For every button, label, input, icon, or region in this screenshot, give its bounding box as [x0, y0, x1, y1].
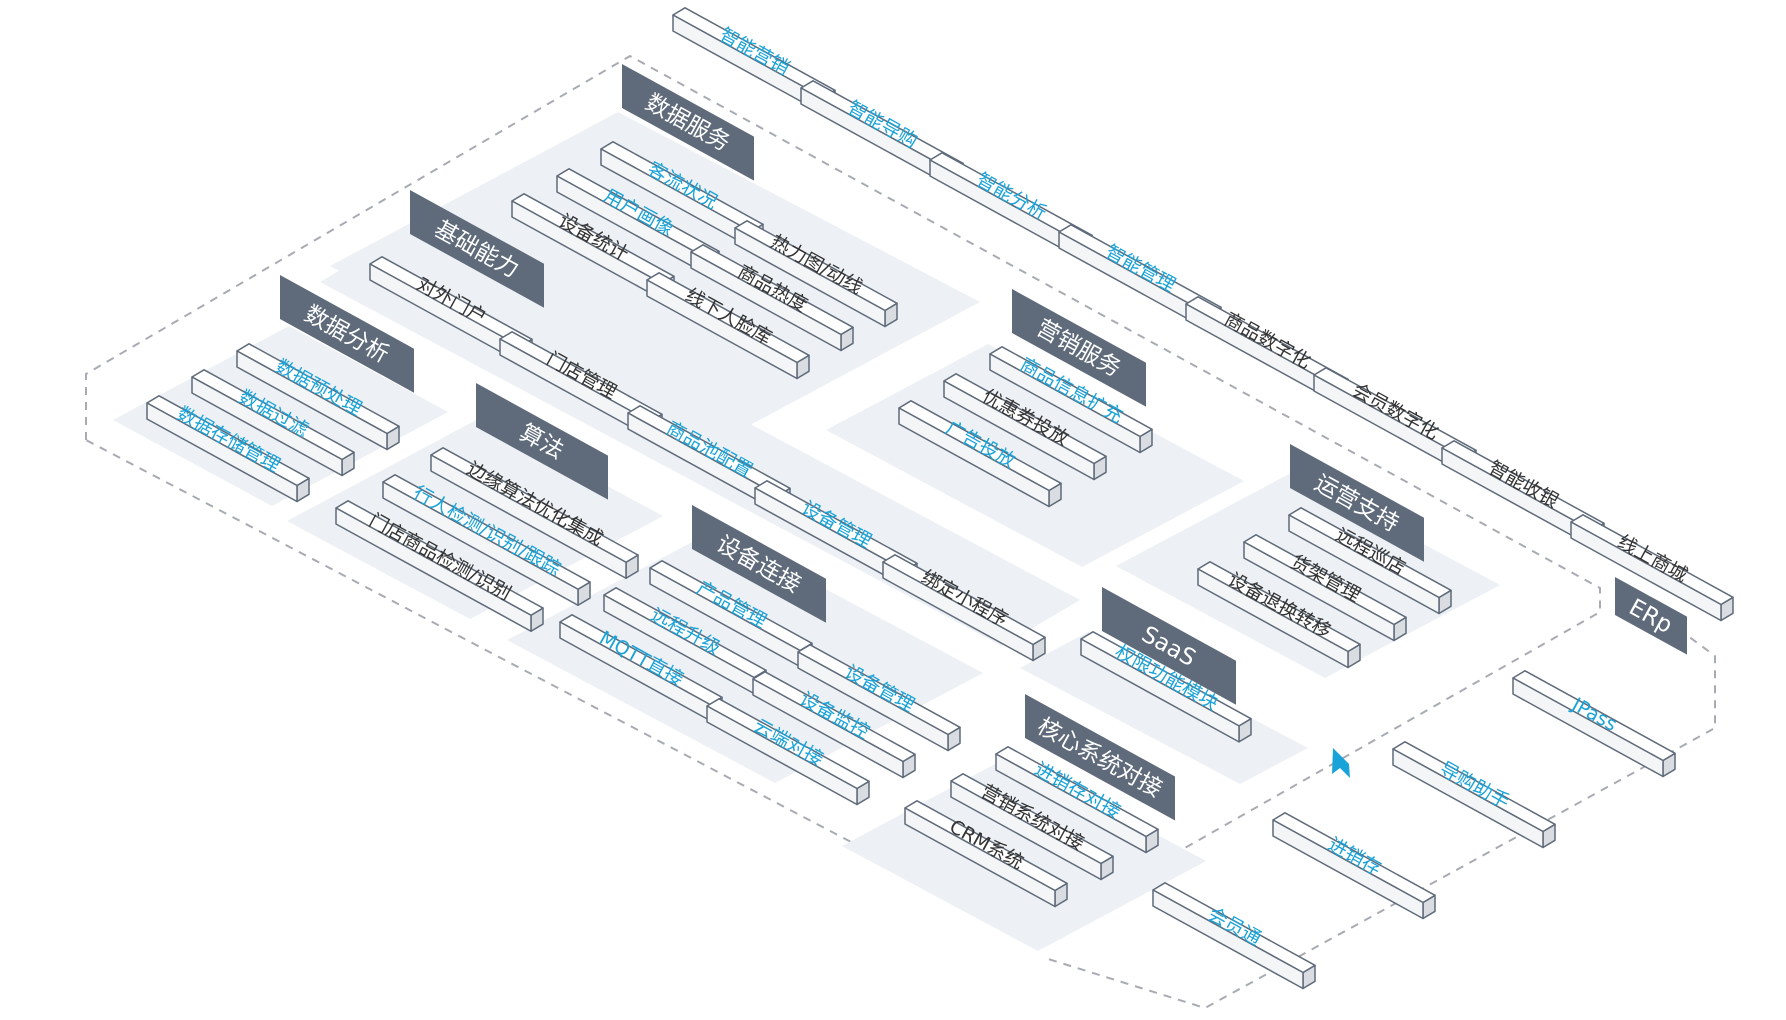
card-data-service-4: 商品热度	[690, 244, 854, 352]
top-card-1: 智能导购	[800, 80, 964, 188]
erp-card-0: JPass	[1512, 670, 1676, 778]
erp-card-3: 会员通	[1152, 882, 1316, 990]
platform-core	[842, 756, 1206, 951]
erp-card-2: 进销存	[1272, 812, 1436, 920]
card-data-analysis-0: 数据预处理	[236, 343, 400, 451]
platform-marketing	[826, 344, 1244, 567]
card-data-analysis-2: 数据存储管理	[146, 395, 310, 503]
card-device-connect-4: 设备监控	[752, 671, 916, 779]
tag-erp: ERp	[1615, 577, 1687, 655]
card-core-system-2: CRM系统	[904, 800, 1068, 908]
cards: 客流状况用户画像设备统计热力图/动线商品热度线下人脸库对外门户门店管理商品池配置…	[146, 7, 1734, 990]
extras	[1332, 748, 1350, 778]
platform-saas	[1020, 632, 1308, 784]
pointer-cursor-icon	[1332, 748, 1350, 778]
erp-card-1: 导购助手	[1392, 741, 1556, 849]
